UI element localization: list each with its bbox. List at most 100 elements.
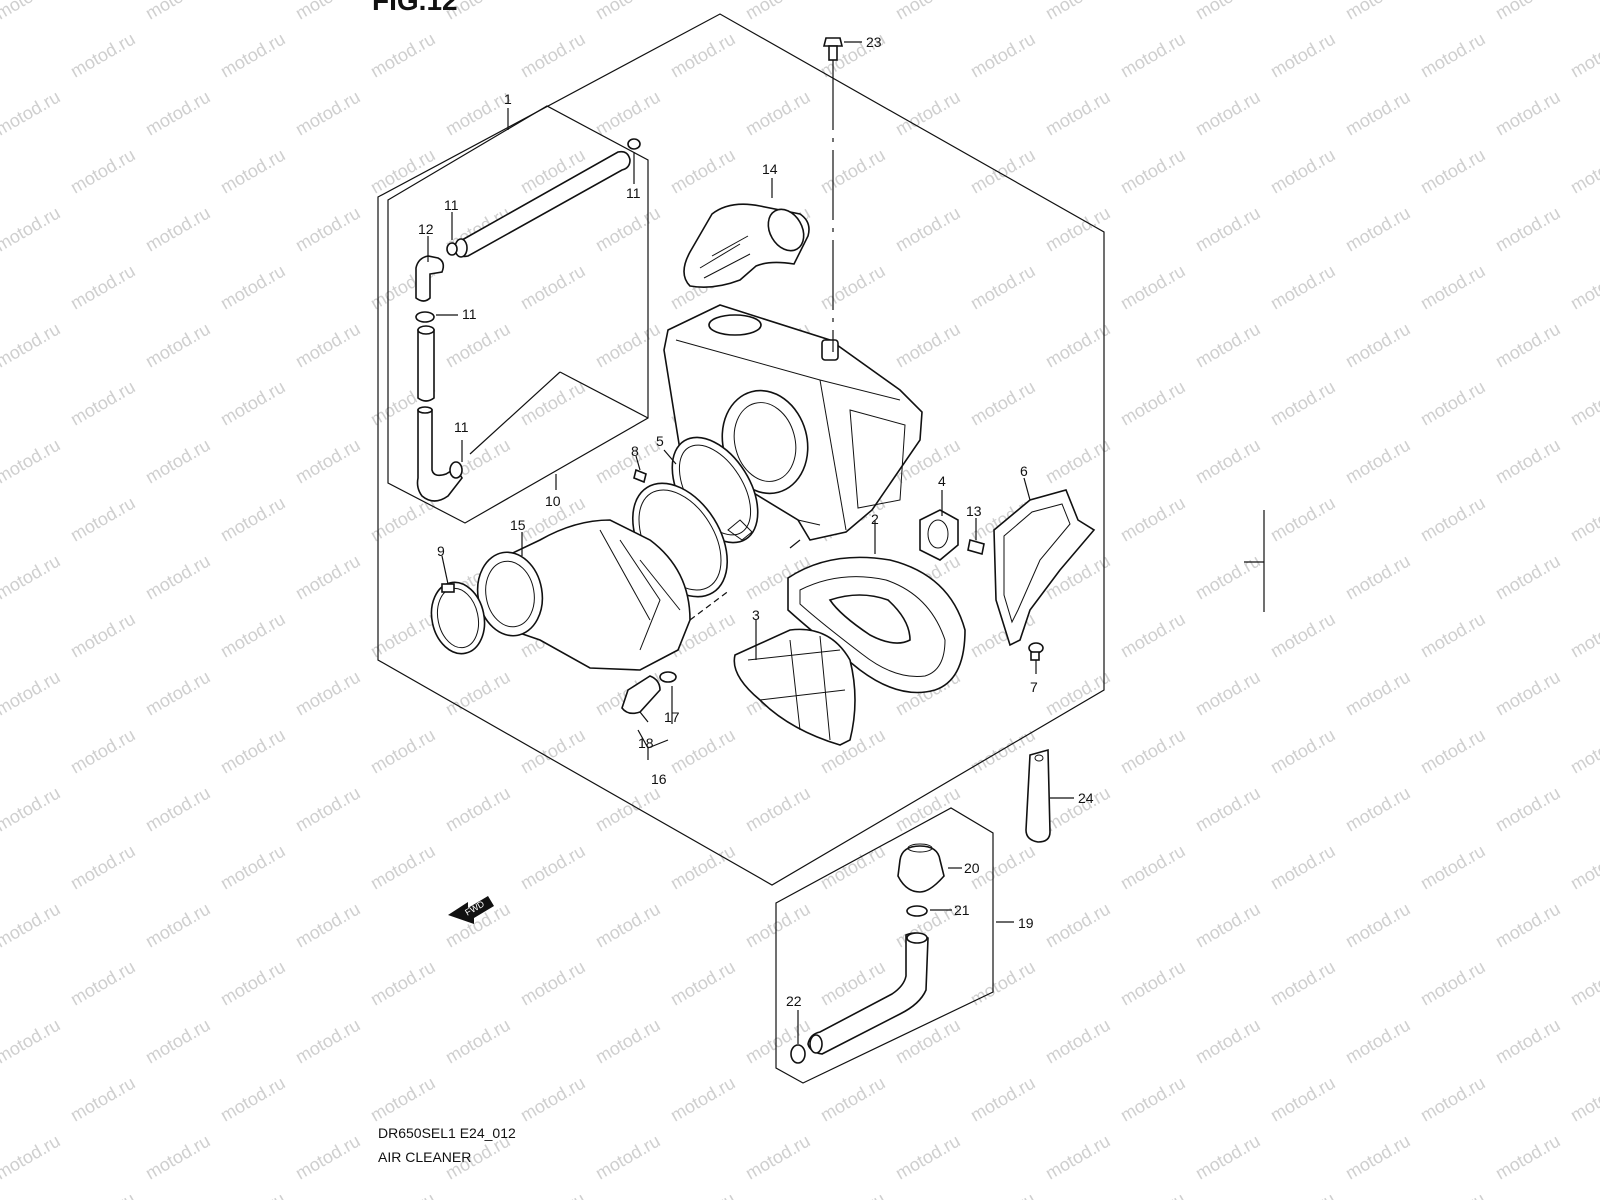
watermark-text: motod.ru: [1342, 435, 1414, 488]
watermark-text: motod.ru: [517, 377, 589, 430]
callout-19: 19: [1018, 915, 1034, 931]
breather-hose-lower: [416, 406, 463, 502]
watermark-text: motod.ru: [1417, 493, 1489, 546]
watermark-text: motod.ru: [67, 145, 139, 198]
watermark-text: motod.ru: [817, 1189, 889, 1200]
watermark-text: motod.ru: [1192, 435, 1264, 488]
watermark-text: motod.ru: [1042, 203, 1114, 256]
watermark-text: motod.ru: [667, 145, 739, 198]
watermark-text: motod.ru: [517, 725, 589, 778]
watermark-text: motod.ru: [1267, 725, 1339, 778]
watermark-text: motod.ru: [217, 725, 289, 778]
watermark-text: motod.ru: [1117, 493, 1189, 546]
watermark-text: motod.ru: [67, 1189, 139, 1200]
watermark-text: motod.ru: [67, 493, 139, 546]
watermark-text: motod.ru: [1042, 0, 1114, 23]
watermark-text: motod.ru: [1117, 725, 1189, 778]
hose-clamp: [430, 581, 486, 655]
watermark-text: motod.ru: [1267, 261, 1339, 314]
leader-lines: [427, 41, 1074, 1044]
callout-21: 21: [954, 902, 970, 918]
watermark-text: motod.ru: [142, 435, 214, 488]
watermark-text: motod.ru: [0, 551, 64, 604]
watermark-text: motod.ru: [292, 435, 364, 488]
intake-boot: [476, 519, 691, 671]
watermark-text: motod.ru: [1417, 957, 1489, 1010]
watermark-text: motod.ru: [592, 319, 664, 372]
watermark-text: motod.ru: [367, 725, 439, 778]
watermark-text: motod.ru: [1042, 319, 1114, 372]
watermark-text: motod.ru: [1042, 1131, 1114, 1184]
watermark-text: motod.ru: [142, 203, 214, 256]
watermark-text: motod.ru: [1417, 841, 1489, 894]
watermark-text: motod.ru: [1492, 667, 1564, 720]
watermark-text: motod.ru: [1117, 841, 1189, 894]
watermark-text: motod.ru: [217, 377, 289, 430]
watermark-text: motod.ru: [1492, 1131, 1564, 1184]
watermark-text: motod.ru: [1492, 87, 1564, 140]
callout-16: 16: [651, 771, 667, 787]
watermark-text: motod.ru: [292, 1015, 364, 1068]
watermark-text: motod.ru: [742, 0, 814, 23]
watermark-text: motod.ru: [217, 841, 289, 894]
rubber-flange: [919, 509, 959, 561]
watermark-text: motod.ru: [217, 145, 289, 198]
rubber-strap: [1025, 748, 1051, 843]
diagram-caption: AIR CLEANER: [378, 1149, 471, 1165]
screw-icon: [633, 468, 647, 484]
watermark-text: motod.ru: [1567, 29, 1600, 82]
watermark-text: motod.ru: [517, 1189, 589, 1200]
watermark-text: motod.ru: [1267, 841, 1339, 894]
watermark-text: motod.ru: [1117, 957, 1189, 1010]
watermark-text: motod.ru: [892, 0, 964, 23]
watermark-text: motod.ru: [592, 203, 664, 256]
watermark-text: motod.ru: [1192, 899, 1264, 952]
watermark-text: motod.ru: [67, 957, 139, 1010]
watermark-text: motod.ru: [1192, 87, 1264, 140]
intake-duct: [683, 203, 810, 288]
watermark-text: motod.ru: [67, 261, 139, 314]
watermark-text: motod.ru: [1342, 1015, 1414, 1068]
watermark-text: motod.ru: [967, 1073, 1039, 1126]
watermark-text: motod.ru: [1267, 377, 1339, 430]
watermark-text: motod.ru: [892, 1131, 964, 1184]
watermark-text: motod.ru: [742, 899, 814, 952]
watermark-text: motod.ru: [1192, 551, 1264, 604]
watermark-text: motod.ru: [1492, 319, 1564, 372]
watermark-text: motod.ru: [742, 783, 814, 836]
drain-cap: [897, 843, 945, 893]
callout-1: 1: [504, 91, 512, 107]
watermark-text: motod.ru: [1567, 725, 1600, 778]
watermark-text: motod.ru: [1492, 435, 1564, 488]
watermark-text: motod.ru: [1342, 899, 1414, 952]
watermark-text: motod.ru: [367, 957, 439, 1010]
callout-5: 5: [656, 433, 664, 449]
watermark-text: motod.ru: [1267, 493, 1339, 546]
watermark-text: motod.ru: [217, 609, 289, 662]
watermark-text: motod.ru: [1567, 145, 1600, 198]
callout-11-top: 11: [626, 185, 641, 201]
watermark-text: motod.ru: [592, 899, 664, 952]
watermark-text: motod.ru: [1567, 261, 1600, 314]
watermark-text: motod.ru: [892, 319, 964, 372]
drain-subassembly-outline: [775, 807, 994, 1084]
watermark-text: motod.ru: [817, 1073, 889, 1126]
callout-15: 15: [510, 517, 526, 533]
callout-11-middle: 11: [462, 306, 477, 322]
watermark-text: motod.ru: [1417, 1189, 1489, 1200]
watermark-text: motod.ru: [292, 667, 364, 720]
watermark-text: motod.ru: [592, 783, 664, 836]
watermark-text: motod.ru: [1342, 551, 1414, 604]
watermark-text: motod.ru: [1117, 29, 1189, 82]
watermark-text: motod.ru: [1267, 29, 1339, 82]
drain-plug: [621, 671, 677, 715]
watermark-text: motod.ru: [292, 1131, 364, 1184]
watermark-text: motod.ru: [592, 0, 664, 23]
clamp-icon: [446, 138, 641, 256]
watermark-text: motod.ru: [1117, 145, 1189, 198]
breather-elbow: [415, 255, 445, 302]
watermark-text: motod.ru: [667, 725, 739, 778]
watermark-text: motod.ru: [142, 0, 214, 23]
watermark-text: motod.ru: [292, 899, 364, 952]
watermark-text: motod.ru: [1342, 783, 1414, 836]
